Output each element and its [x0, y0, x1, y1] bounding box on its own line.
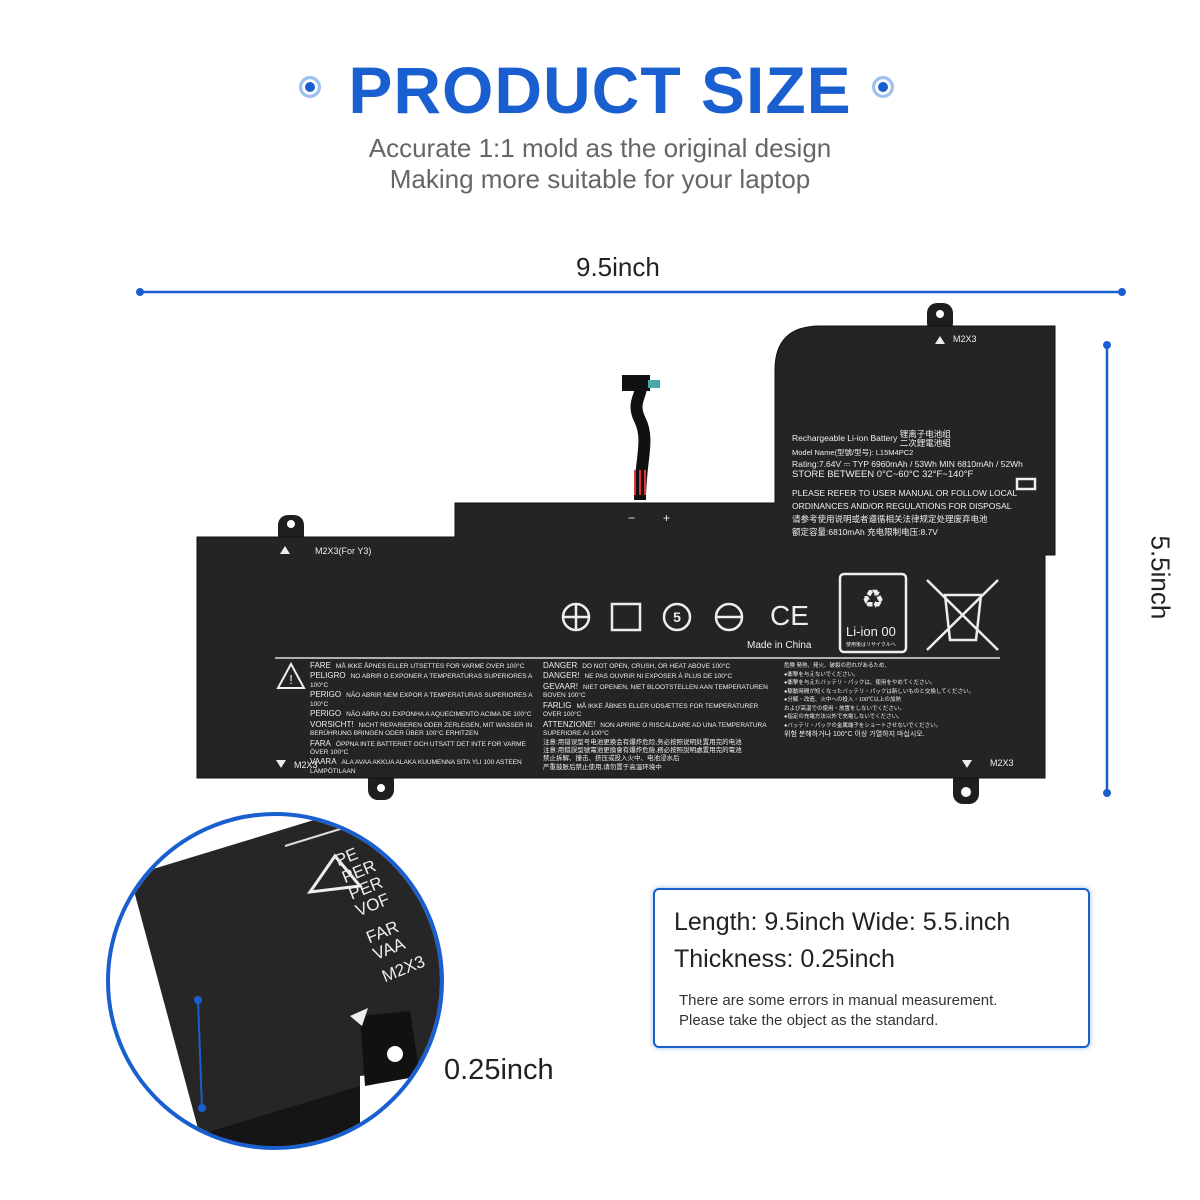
- subtitle-line-2: Making more suitable for your laptop: [389, 164, 811, 194]
- svg-text:5: 5: [673, 609, 681, 625]
- recycle-icon: ♻: [861, 584, 884, 614]
- cert-icons: [561, 477, 1037, 654]
- battery-spec-label: Rechargeable Li-ion Battery 锂离子电池组二次鋰電池組…: [792, 429, 1023, 537]
- battery-body: [196, 325, 1056, 779]
- screw-label: M2X3: [953, 334, 977, 344]
- recycle-sublabel: 使用後はリサイクルへ: [846, 642, 896, 648]
- thickness-text: Thickness: 0.25inch: [674, 945, 895, 973]
- dimension-lines: [136, 288, 1126, 797]
- screw-arrows: [276, 336, 972, 768]
- subtitle-line-1: Accurate 1:1 mold as the original design: [368, 133, 832, 163]
- screw-label: M2X3(For Y3): [315, 546, 372, 556]
- width-dimension-label: 9.5inch: [576, 252, 660, 282]
- screw-label: M2X3: [990, 758, 1014, 768]
- made-in-label: Made in China: [747, 640, 812, 651]
- negative-terminal: −: [628, 511, 636, 525]
- battery-cable: [622, 375, 660, 501]
- warning-icon: [276, 661, 306, 689]
- page-title: PRODUCT SIZE: [348, 53, 852, 127]
- positive-terminal: +: [663, 511, 671, 525]
- warnings-japanese: 危険 発熱、発火、破裂の恐れがあるため、●衝撃を与えないでください。●衝撃を与え…: [784, 663, 974, 739]
- title-bullet-right: [872, 76, 894, 98]
- svg-text:!: !: [289, 672, 293, 687]
- recycle-label: Li-ion 00: [846, 624, 896, 639]
- measurement-note-2: Please take the object as the standard.: [679, 1012, 939, 1029]
- specs-info-box: Length: 9.5inch Wide: 5.5.inch Thickness…: [653, 888, 1090, 1048]
- ce-mark: CE: [770, 600, 809, 631]
- length-width-text: Length: 9.5inch Wide: 5.5.inch: [674, 908, 1011, 936]
- measurement-note-1: There are some errors in manual measurem…: [679, 992, 998, 1009]
- thickness-dimension-label: 0.25inch: [444, 1054, 554, 1086]
- title-bullet-left: [299, 76, 321, 98]
- screw-label: M2X3: [294, 760, 318, 770]
